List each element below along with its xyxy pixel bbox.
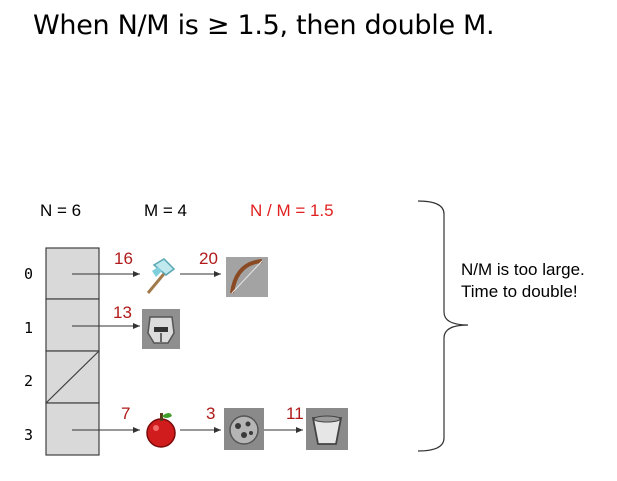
empty-bucket-slash (45, 350, 100, 404)
n-label: N = 6 (40, 201, 82, 220)
note-line-2: Time to double! (461, 282, 578, 301)
bucket-index-1: 1 (24, 319, 34, 337)
bucket-index-3: 3 (24, 426, 34, 444)
bucket-cell-3 (45, 402, 100, 456)
bucket-icon (306, 408, 348, 455)
helmet-icon (142, 309, 180, 354)
page-title: When N/M is ≥ 1.5, then double M. (33, 10, 495, 41)
m-label: M = 4 (144, 201, 187, 220)
chain-count: 3 (206, 404, 216, 423)
apple-icon (142, 408, 180, 455)
bucket-index-0: 0 (24, 265, 34, 283)
double-note: N/M is too large. Time to double! (461, 259, 585, 303)
chain-count: 20 (199, 249, 218, 268)
bucket-index-2: 2 (24, 372, 34, 390)
chain-count: 7 (121, 404, 131, 423)
chain-count: 13 (113, 303, 132, 322)
axe-icon (142, 257, 178, 302)
chain-count: 16 (114, 249, 133, 268)
coal-icon (224, 408, 264, 455)
bow-icon (226, 257, 268, 302)
bucket-cell-1 (45, 298, 100, 352)
note-line-1: N/M is too large. (461, 260, 585, 279)
brace (417, 200, 469, 452)
ratio-label: N / M = 1.5 (250, 201, 334, 220)
chain-count: 11 (286, 404, 304, 423)
